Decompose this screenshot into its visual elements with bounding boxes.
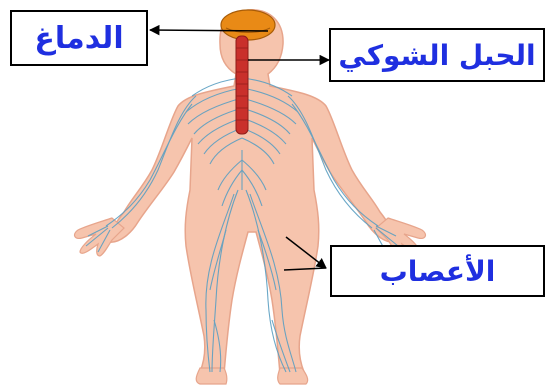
brain-pointer bbox=[150, 30, 268, 31]
spinal-cord-label: الحبل الشوكي bbox=[329, 28, 545, 82]
right-foot bbox=[278, 368, 308, 384]
brain-label: الدماغ bbox=[10, 10, 148, 66]
nerves-label: الأعصاب bbox=[330, 245, 545, 297]
spinal-cord-organ bbox=[236, 36, 248, 134]
brain-organ bbox=[221, 10, 275, 40]
